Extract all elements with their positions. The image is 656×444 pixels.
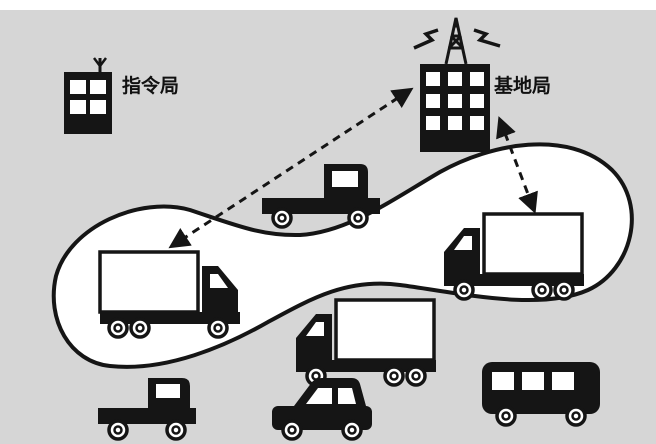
radio-tower-icon: [444, 17, 468, 65]
radio-link-base-to-left-truck: [168, 87, 414, 249]
command-station-antenna-top-icon: [93, 57, 107, 69]
command-station: [64, 57, 112, 134]
base-station: [413, 17, 501, 152]
radio-wave-right-icon: [473, 28, 501, 48]
radio-link-base-to-right-truck: [496, 116, 538, 214]
radio-wave-left-icon: [413, 28, 439, 50]
command-station-label: 指令局: [122, 74, 179, 97]
base-station-label: 基地局: [493, 74, 551, 97]
